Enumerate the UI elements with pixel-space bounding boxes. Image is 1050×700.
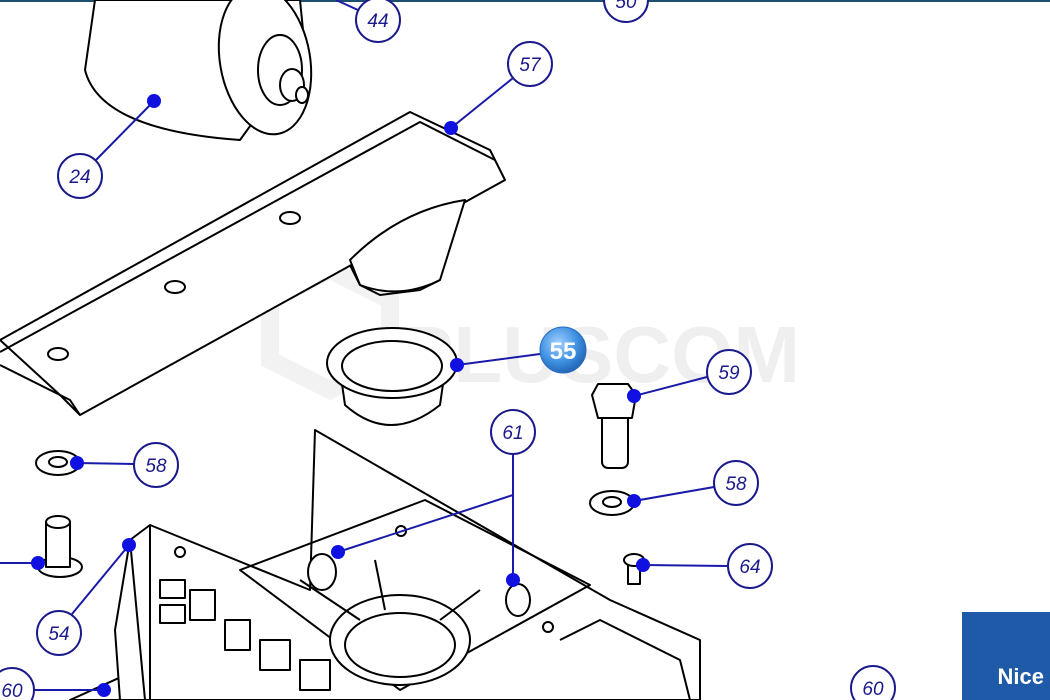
bushing-part [326,327,458,426]
svg-text:58: 58 [145,456,167,477]
svg-text:60: 60 [1,681,23,700]
svg-text:50: 50 [615,0,637,13]
svg-text:44: 44 [367,11,388,32]
callout-50[interactable]: 50 [603,0,649,23]
pin-part [37,515,83,578]
bolt-part [591,383,637,469]
callout-44[interactable]: 44 [355,0,401,43]
svg-text:64: 64 [739,557,760,578]
callout-58-right[interactable]: 58 [713,460,759,506]
svg-text:24: 24 [68,167,90,188]
callout-57[interactable]: 57 [507,41,553,87]
svg-text:54: 54 [48,624,69,645]
brand-logo: Nice [962,612,1050,700]
svg-text:60: 60 [862,679,884,700]
svg-text:55: 55 [550,338,577,365]
callout-59[interactable]: 59 [706,349,752,395]
callout-60-left[interactable]: 60 [0,667,35,700]
leader-dots [31,94,650,697]
svg-text:61: 61 [502,423,523,444]
washer-part-right [589,490,635,516]
svg-text:57: 57 [519,55,542,76]
callout-64[interactable]: 64 [727,543,773,589]
top-border [0,0,1050,2]
callout-55-highlighted[interactable]: 55 [539,326,587,374]
callout-54[interactable]: 54 [36,610,82,656]
svg-text:59: 59 [718,363,740,384]
base-housing-part [114,429,701,700]
callout-60-right[interactable]: 60 [850,665,896,700]
mounting-plate-part [0,111,506,416]
callout-24[interactable]: 24 [57,153,103,199]
callout-61[interactable]: 61 [490,409,536,455]
svg-text:58: 58 [725,474,747,495]
brand-logo-text: Nice [997,664,1044,689]
motor-part [84,0,313,141]
callout-58-left[interactable]: 58 [133,442,179,488]
